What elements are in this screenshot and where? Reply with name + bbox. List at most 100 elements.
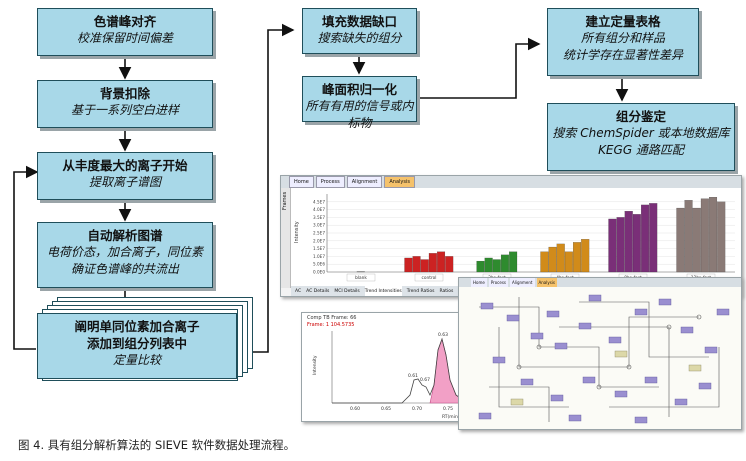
step-clarify-title2: 添加到组分列表中 [86,336,187,351]
trend-bar [492,259,501,273]
peak-xtick-1: 0.65 [381,406,391,412]
trend-bar [608,218,617,273]
trend-ytick: 3.0E7 [313,223,325,228]
step-table-sub2: 统计学存在显著性差异 [562,48,683,62]
peak-label-0: 0.63 [438,332,448,338]
step-auto-title: 自动解析图谱 [87,228,163,243]
step-clarify-title1: 阐明单同位素加合离子 [74,319,200,334]
trend-ytick: 5.0E6 [313,262,325,267]
peak-xtick-2: 0.70 [412,406,422,412]
trend-category-label: control [422,275,437,281]
step-clarify-sub: 定量比较 [112,353,161,367]
peak-xtick-0: 0.60 [350,406,360,412]
peak-ylabel: Intensity [312,355,318,375]
trend-bar [540,251,549,273]
trend-bar [573,242,582,273]
trend-category-box [346,273,376,282]
peak-subtitle: Frame: 1 104.5735 [307,322,355,328]
trend-bar [717,201,726,273]
bottom-tab-ratios[interactable]: Ratios [439,289,454,294]
bottom-tab-trend-ratios[interactable]: Trend Ratios [406,289,435,294]
trend-tab-bar: Home Process Alignment Analysis [281,176,741,188]
peak-label-1: 0.61 [408,373,418,379]
kegg-tab-home[interactable]: Home [471,278,487,287]
bottom-tab-mci-details[interactable]: MCI Details [334,289,360,294]
step-auto-sub2: 确证色谱峰的共流出 [70,262,179,276]
step-clarify: 阐明单同位素加合离子 添加到组分列表中 定量比较 [37,313,237,379]
trend-bar [404,257,413,273]
step-fill-title: 填充数据缺口 [321,14,397,29]
step-ion-title: 从丰度最大的离子开始 [62,158,188,173]
step-identify-sub1: 搜索 ChemSpider 或本地数据库 [552,126,730,140]
step-normalize-title: 峰面积归一化 [321,82,397,97]
bottom-tab-ac-details[interactable]: AC Details [306,289,330,294]
trend-bar [476,260,485,273]
trend-bar [548,246,557,273]
trend-tab-alignment[interactable]: Alignment [346,176,383,188]
trend-side-panel: Frames [281,188,291,288]
kegg-tab-analysis[interactable]: Analysis [536,278,557,287]
kegg-pathway-map [478,294,730,424]
step-ion-sub: 提取离子谱图 [88,175,161,189]
trend-bar [484,257,493,273]
trend-bar [676,207,685,273]
peak-title: Comp TB Frame: 66 [307,315,357,321]
step-identify-title: 组分鉴定 [615,109,666,124]
trend-ytick: 1.0E7 [313,254,325,259]
step-background: 背景扣除 基于一系列空白进样 [37,80,213,128]
trend-tab-analysis[interactable]: Analysis [384,176,415,188]
step-identify: 组分鉴定 搜索 ChemSpider 或本地数据库 KEGG 通路匹配 [547,103,735,171]
trend-ytick: 2.5E7 [313,231,325,236]
step-fill-sub: 搜索缺失的组分 [317,31,402,45]
step-table-title: 建立定量表格 [585,14,661,29]
trend-bar [624,211,633,273]
trend-bar [556,243,565,273]
trend-bar [581,239,590,273]
trend-bar [500,254,509,273]
trend-ylabel: Intensity [294,221,300,243]
trend-bar-chart: Intensity 0.0E0 5.0E6 1.0E7 1.5E7 2.0E7 2.5E7 3… [291,188,741,286]
step-background-sub: 基于一系列空白进样 [70,103,179,117]
trend-tab-home[interactable]: Home [289,176,314,188]
trend-bar [509,251,518,273]
trend-bar [412,256,421,273]
step-fill: 填充数据缺口 搜索缺失的组分 [302,8,417,54]
trend-ytick: 3.5E7 [313,215,325,220]
step-ion: 从丰度最大的离子开始 提取离子谱图 [37,152,213,200]
trend-bar [684,200,693,273]
trend-bar [437,251,446,273]
step-normalize: 峰面积归一化 所有有用的信号或内标物 [302,76,417,130]
trend-bar [616,217,625,273]
bottom-tab-trend-intensities[interactable]: Trend Intensities [364,286,402,296]
figure-caption: 图 4. 具有组分解析算法的 SIEVE 软件数据处理流程。 [18,438,296,452]
trend-tab-process[interactable]: Process [315,176,345,188]
screenshot-trend-chart: Home Process Alignment Analysis Frames I… [280,175,742,297]
trend-ytick: 1.5E7 [313,246,325,251]
step-align-sub: 校准保留时间偏差 [76,31,173,45]
trend-bar [709,197,718,273]
kegg-tab-process[interactable]: Process [488,278,508,287]
trend-ytick: 4.5E7 [313,199,325,204]
trend-bar [428,253,437,273]
trend-ytick: 2.0E7 [313,238,325,243]
arrow-norm-table [417,37,541,99]
screenshot-kegg: Home Process Alignment Analysis [458,277,742,430]
kegg-tab-bar: Home Process Alignment Analysis [459,278,741,287]
step-auto: 自动解析图谱 电荷价态，加合离子，同位素 确证色谱峰的共流出 [37,222,213,288]
trend-ytick: 4.0E7 [313,207,325,212]
trend-bar [641,204,650,273]
trend-category-box [414,273,444,282]
trend-category-label: blank [355,275,367,281]
trend-bar [692,207,701,273]
kegg-tab-alignment[interactable]: Alignment [510,278,535,287]
trend-bar [420,259,429,273]
trend-bar [564,251,573,273]
peak-xlabel: RT(min) [442,414,460,420]
step-background-title: 背景扣除 [99,86,150,101]
step-align-title: 色谱峰对齐 [93,14,157,29]
bottom-tab-ac[interactable]: AC [295,289,302,294]
step-align: 色谱峰对齐 校准保留时间偏差 [37,8,213,56]
trend-bar [649,203,658,273]
trend-ytick: 0.0E0 [313,270,325,275]
trend-bar [700,198,709,273]
